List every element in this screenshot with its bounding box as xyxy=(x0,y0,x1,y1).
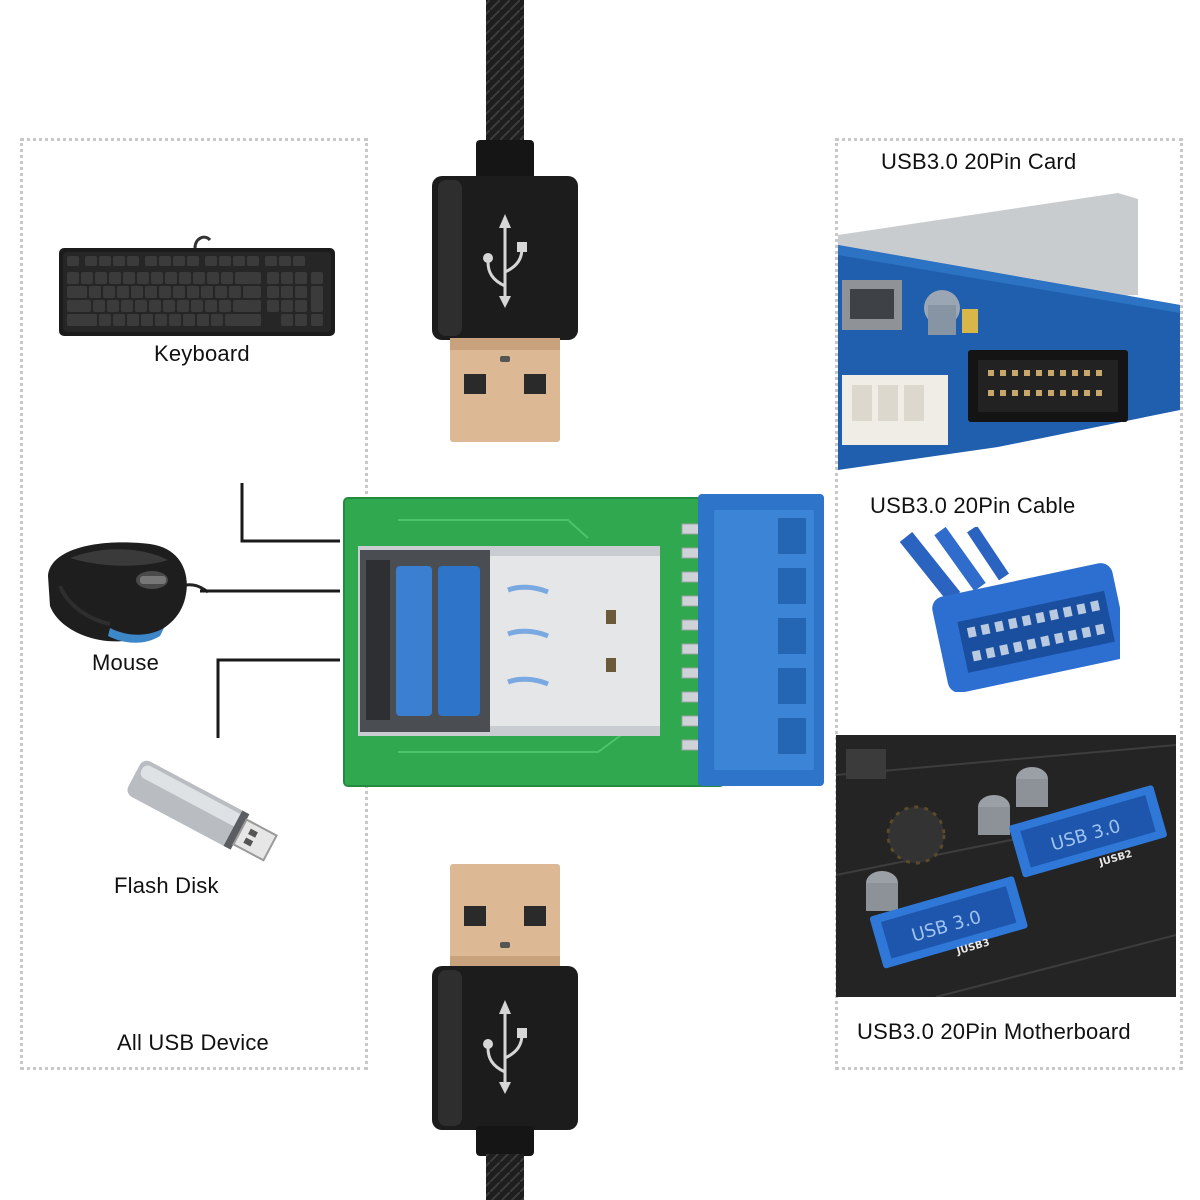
flash-disk-label: Flash Disk xyxy=(114,873,219,898)
top-usb-cable xyxy=(420,0,590,445)
bottom-usb-cable xyxy=(420,862,590,1200)
usb3-card-image xyxy=(838,185,1180,470)
motherboard-label: USB3.0 20Pin Motherboard xyxy=(857,1019,1131,1044)
motherboard-image: USB 3.0 USB 3.0 JUSB2 JUSB3 xyxy=(836,735,1176,997)
cable-label: USB3.0 20Pin Cable xyxy=(870,493,1076,518)
keyboard-label: Keyboard xyxy=(154,341,250,366)
flash-disk-image xyxy=(118,758,286,870)
usb3-cable-image xyxy=(900,527,1120,692)
mouse-image xyxy=(40,536,210,654)
keyboard-image xyxy=(55,228,340,340)
card-label: USB3.0 20Pin Card xyxy=(881,149,1077,174)
mouse-label: Mouse xyxy=(92,650,160,675)
all-usb-device-label: All USB Device xyxy=(117,1030,269,1055)
usb3-adapter-board xyxy=(338,490,828,790)
